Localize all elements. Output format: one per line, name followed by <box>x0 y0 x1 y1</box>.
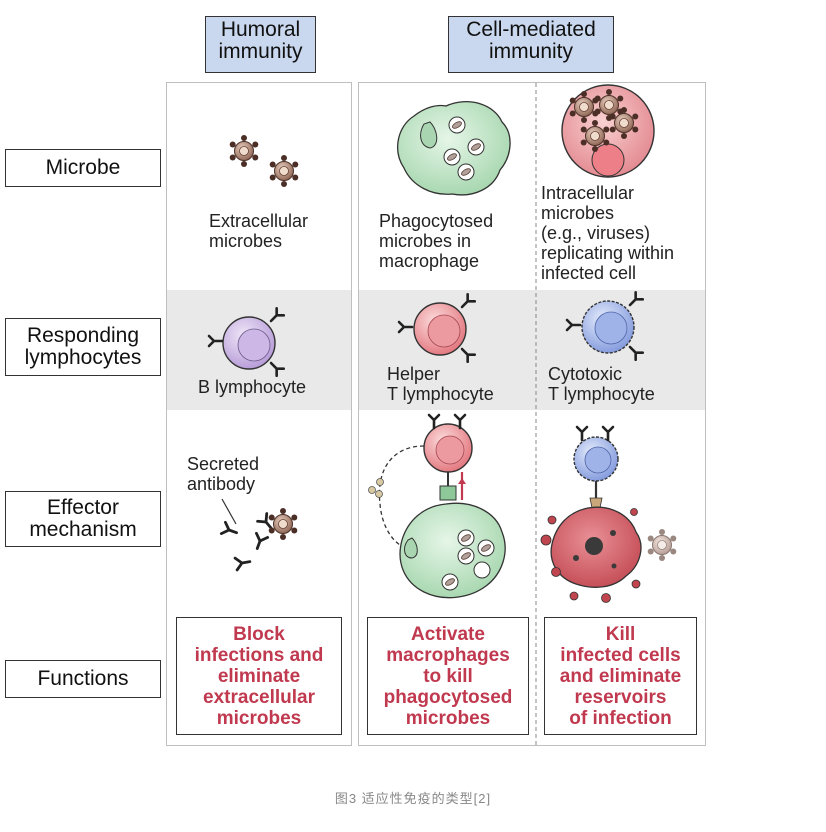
row-label-effector-line-1: Effector <box>47 496 119 519</box>
secreted-antibody-icon <box>219 498 298 572</box>
cell-mediated-header-line-2: immunity <box>488 40 573 63</box>
row-label-effector-mechanism: Effector mechanism <box>5 491 161 547</box>
function-helper-line-4: phagocytosed <box>383 686 513 708</box>
function-box-helper: Activate macrophages to kill phagocytose… <box>367 617 529 735</box>
caption-b-lymphocyte: B lymphocyte <box>198 377 306 397</box>
function-humoral-line-3: eliminate <box>217 665 301 687</box>
function-cytotoxic-line-3: and eliminate <box>559 665 682 687</box>
function-humoral-line-5: microbes <box>216 707 302 729</box>
lymphocyte-band-cell-mediated <box>359 290 705 410</box>
caption-phagocytosed-line-2: microbes in <box>379 231 472 251</box>
humoral-header-line-2: immunity <box>218 40 303 63</box>
caption-phagocytosed-line-3: macrophage <box>379 251 480 271</box>
extracellular-microbe-icon <box>229 134 299 188</box>
caption-intracellular-microbes: Intracellular microbes (e.g., viruses) r… <box>541 183 674 283</box>
caption-secreted-antibody: Secreted antibody <box>187 454 259 494</box>
row-label-functions-text: Functions <box>37 667 129 690</box>
humoral-immunity-header: Humoral immunity <box>205 16 316 73</box>
function-box-humoral: Block infections and eliminate extracell… <box>176 617 342 735</box>
caption-intracellular-line-1: Intracellular <box>541 183 635 203</box>
caption-secreted-line-2: antibody <box>187 474 256 494</box>
caption-phagocytosed-line-1: Phagocytosed <box>379 211 494 231</box>
function-humoral-line-2: infections and <box>194 644 324 666</box>
row-label-effector-line-2: mechanism <box>29 518 137 541</box>
macrophage-with-phagocytosed-microbes-icon <box>397 101 511 196</box>
row-label-microbe-text: Microbe <box>45 156 121 179</box>
caption-phagocytosed-microbes: Phagocytosed microbes in macrophage <box>379 211 493 271</box>
infected-cell-with-viruses-icon <box>561 84 655 178</box>
caption-intracellular-line-3: (e.g., viruses) <box>541 223 651 243</box>
function-helper-line-2: macrophages <box>386 644 510 666</box>
helper-t-lymphocyte-icon <box>397 292 477 364</box>
figure-caption: 图3 适应性免疫的类型[2] <box>334 791 492 806</box>
caption-extracellular-line-2: microbes <box>209 231 283 251</box>
helper-t-activates-macrophage-icon <box>368 413 506 599</box>
row-label-responding-lymphocytes: Responding lymphocytes <box>5 318 161 376</box>
function-helper-line-5: microbes <box>405 707 491 729</box>
row-label-functions: Functions <box>5 660 161 698</box>
cytotoxic-t-kills-infected-cell-icon <box>540 425 677 603</box>
caption-cytotoxic-t-lymphocyte: Cytotoxic T lymphocyte <box>548 364 655 404</box>
cell-mediated-immunity-header: Cell-mediated immunity <box>448 16 614 73</box>
caption-helper-line-2: T lymphocyte <box>387 384 494 404</box>
caption-helper-t-lymphocyte: Helper T lymphocyte <box>387 364 494 404</box>
caption-helper-line-1: Helper <box>387 364 441 384</box>
function-cytotoxic-line-4: reservoirs <box>574 686 667 708</box>
row-label-microbe: Microbe <box>5 149 161 187</box>
caption-cytotoxic-line-1: Cytotoxic <box>548 364 623 384</box>
caption-extracellular-microbes: Extracellular microbes <box>209 211 308 251</box>
function-humoral-line-4: extracellular <box>203 686 315 708</box>
function-helper-line-3: to kill <box>423 665 473 687</box>
row-label-responding-line-1: Responding <box>26 324 140 347</box>
function-cytotoxic-line-5: of infection <box>569 707 672 729</box>
caption-secreted-line-1: Secreted <box>187 454 260 474</box>
caption-extracellular-line-1: Extracellular <box>209 211 309 231</box>
row-label-responding-line-2: lymphocytes <box>24 346 142 369</box>
humoral-header-line-1: Humoral <box>220 18 301 41</box>
cytotoxic-t-lymphocyte-icon <box>565 290 645 362</box>
caption-intracellular-line-2: microbes <box>541 203 615 223</box>
function-helper-line-1: Activate <box>411 623 485 645</box>
caption-b-lymphocyte-line-1: B lymphocyte <box>198 377 307 397</box>
column-divider <box>535 83 537 745</box>
cell-mediated-header-line-1: Cell-mediated <box>466 18 596 41</box>
caption-intracellular-line-5: infected cell <box>541 263 637 283</box>
b-lymphocyte-icon <box>207 306 286 378</box>
caption-cytotoxic-line-2: T lymphocyte <box>548 384 655 404</box>
function-humoral-line-1: Block <box>233 623 285 645</box>
function-cytotoxic-line-2: infected cells <box>560 644 681 666</box>
function-cytotoxic-line-1: Kill <box>605 623 636 645</box>
caption-intracellular-line-4: replicating within <box>541 243 675 263</box>
function-box-cytotoxic: Kill infected cells and eliminate reserv… <box>544 617 697 735</box>
